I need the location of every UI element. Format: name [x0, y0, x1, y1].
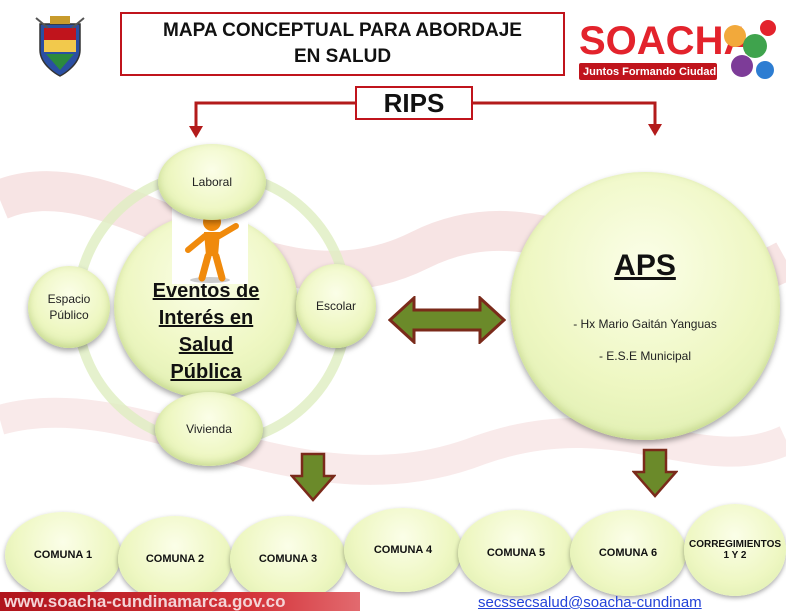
satellite-espacio-publico: Espacio Público: [28, 266, 110, 348]
corregimientos: CORREGIMIENTOS 1 Y 2: [684, 504, 786, 596]
rips-node: RIPS: [355, 86, 473, 120]
aps-item: - Hx Mario Gaitán Yanguas: [573, 317, 717, 331]
footer-email[interactable]: secssecsalud@soacha-cundinam: [478, 595, 702, 611]
central-event-label: Eventos de Interés en Salud Pública: [152, 280, 260, 383]
comuna-4: COMUNA 4: [344, 508, 462, 592]
satellite-label: Espacio Público: [47, 292, 91, 322]
satellite-label: Escolar: [315, 299, 356, 313]
footer-website-bar: www.soacha-cundinamarca.gov.co: [0, 592, 360, 611]
comuna-label: COMUNA 2: [145, 553, 205, 565]
comuna-1: COMUNA 1: [5, 512, 121, 598]
satellite-escolar: Escolar: [296, 264, 376, 348]
footer-email-link[interactable]: secssecsalud@soacha-cundinam: [478, 595, 786, 611]
comuna-label: COMUNA 4: [373, 544, 433, 556]
satellite-vivienda: Vivienda: [155, 392, 263, 466]
satellite-label: Vivienda: [186, 422, 232, 436]
comuna-label: CORREGIMIENTOS 1 Y 2: [688, 539, 782, 561]
footer-website[interactable]: www.soacha-cundinamarca.gov.co: [4, 592, 286, 611]
satellite-laboral: Laboral: [158, 144, 266, 220]
comuna-3: COMUNA 3: [230, 516, 346, 602]
down-arrow-left-icon: [290, 452, 336, 502]
comuna-label: COMUNA 6: [598, 547, 658, 559]
down-arrow-right-icon: [632, 448, 678, 498]
brand-tagline: Juntos Formando Ciudad: [583, 66, 716, 78]
comuna-label: COMUNA 5: [486, 547, 546, 559]
comuna-6: COMUNA 6: [570, 510, 686, 596]
comuna-label: COMUNA 1: [33, 549, 93, 561]
comuna-5: COMUNA 5: [458, 510, 574, 596]
comuna-2: COMUNA 2: [118, 516, 232, 602]
coat-of-arms-icon: [35, 16, 85, 77]
soacha-crest-logo: [34, 14, 86, 84]
satellite-label: Laboral: [191, 175, 233, 189]
aps-title: APS: [614, 249, 676, 282]
aps-item: - E.S.E Municipal: [598, 349, 692, 363]
double-arrow-icon: [388, 296, 506, 344]
page-title: MAPA CONCEPTUAL PARA ABORDAJE EN SALUD: [120, 12, 565, 76]
soacha-brand-logo: SOACHA Juntos Formando Ciudad: [575, 14, 780, 88]
orange-person-icon: [172, 208, 248, 284]
brand-name: SOACHA: [579, 19, 752, 63]
aps-node: APS - Hx Mario Gaitán Yanguas - E.S.E Mu…: [510, 172, 780, 440]
comuna-label: COMUNA 3: [258, 553, 318, 565]
